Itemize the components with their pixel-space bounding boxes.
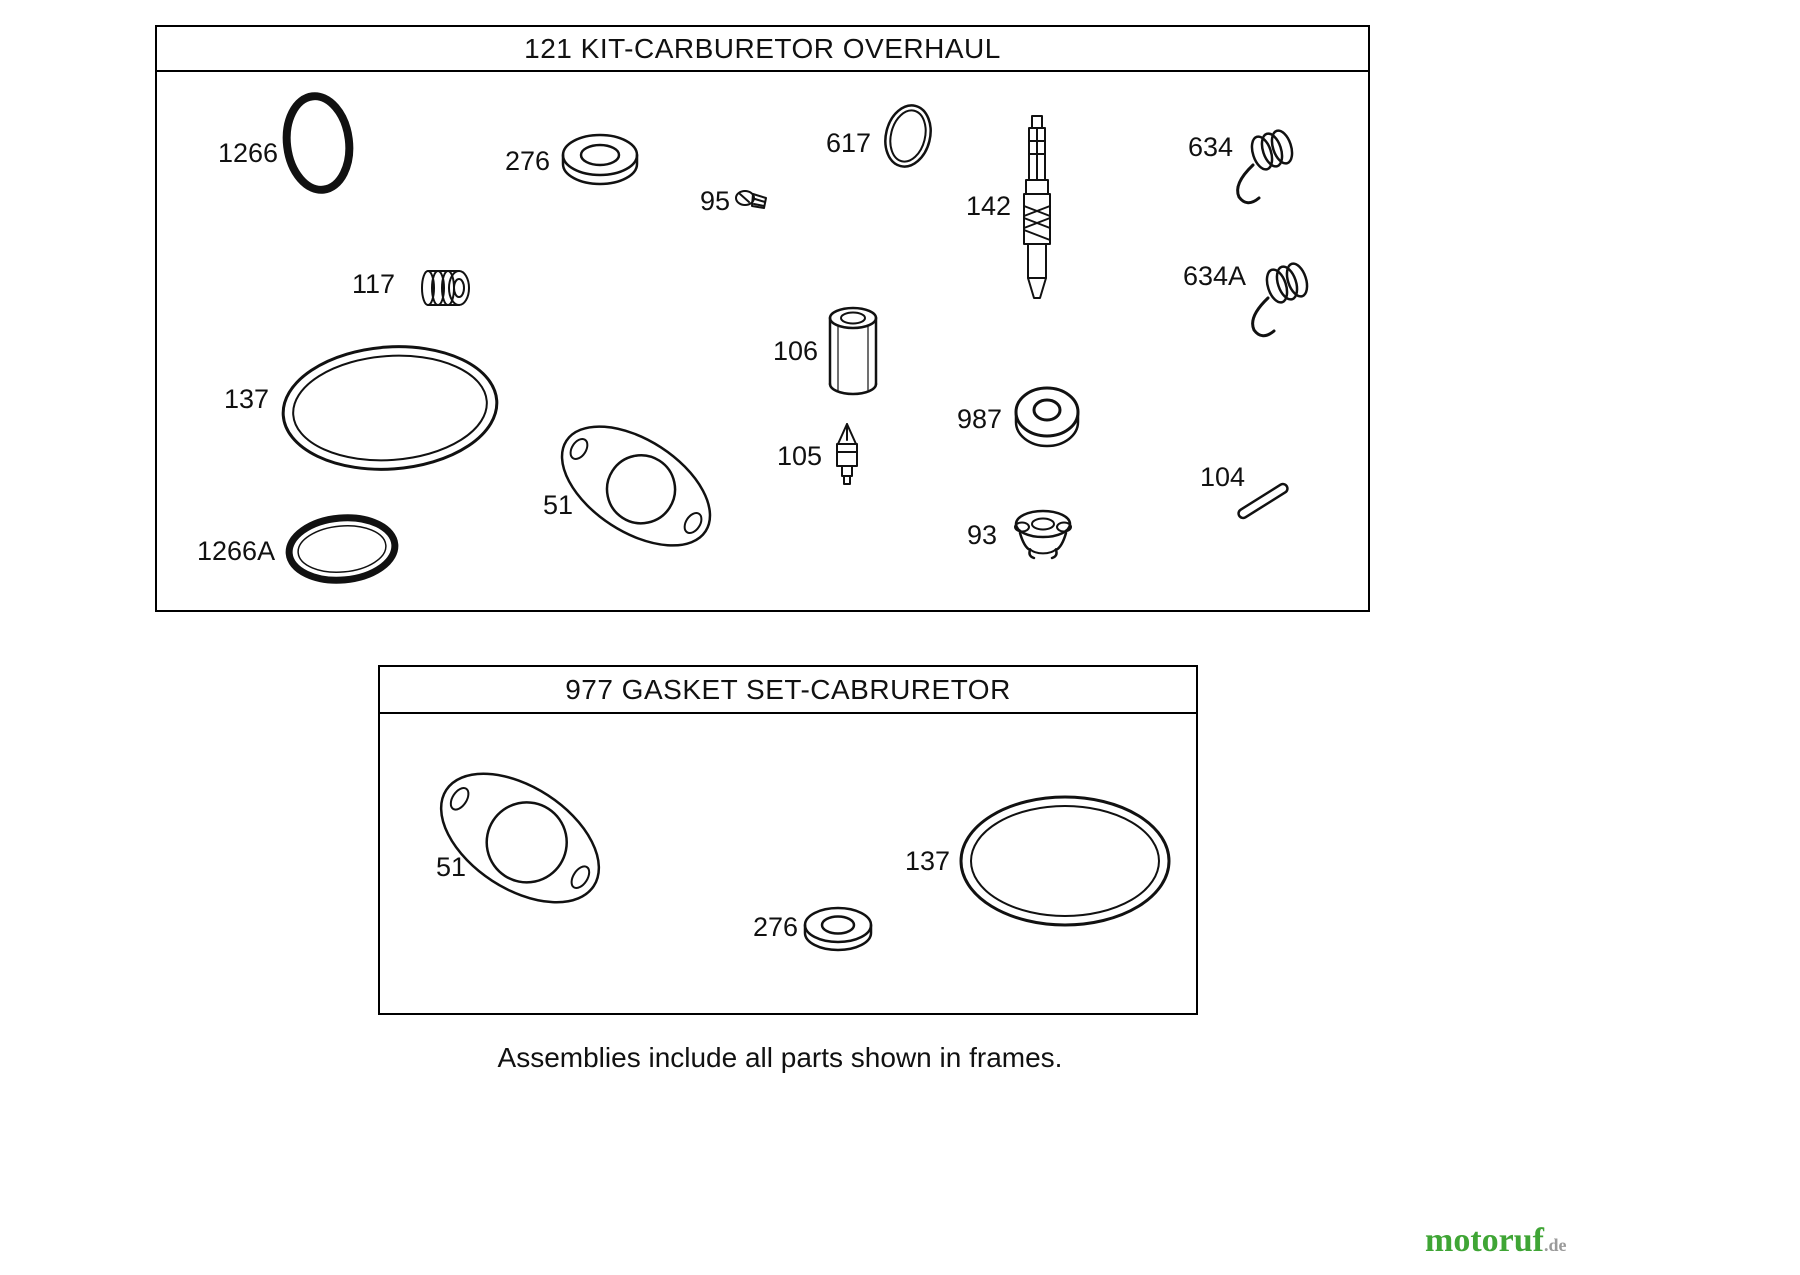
gasket-frame-header: 977 GASKET SET-CABRURETOR: [380, 667, 1196, 714]
gasket-frame-title: 977 GASKET SET-CABRURETOR: [565, 673, 1011, 705]
part-label-634: 634: [1188, 132, 1234, 162]
footer-note: Assemblies include all parts shown in fr…: [497, 1042, 1063, 1073]
part-label-142: 142: [966, 191, 1012, 221]
watermark-tld: .de: [1543, 1235, 1567, 1255]
kit-carburetor-overhaul-frame: 121 KIT-CARBURETOR OVERHAUL: [155, 25, 1370, 612]
part-label-617: 617: [826, 128, 872, 158]
part-label-137: 137: [224, 384, 270, 414]
part-label-987: 987: [957, 404, 1003, 434]
part-label-1266: 1266: [218, 138, 279, 168]
gasket-set-frame: 977 GASKET SET-CABRURETOR: [378, 665, 1198, 1015]
part-label-93: 93: [967, 520, 998, 550]
kit-frame-title: 121 KIT-CARBURETOR OVERHAUL: [524, 32, 1001, 64]
watermark: motoruf.de: [1425, 1222, 1566, 1260]
watermark-brand: motoruf: [1425, 1222, 1544, 1259]
part-label-117: 117: [352, 269, 396, 299]
part-label-137-set: 137: [905, 846, 951, 876]
part-label-51-set: 51: [436, 852, 467, 882]
part-label-105: 105: [777, 441, 823, 471]
part-label-634a: 634A: [1183, 261, 1247, 291]
part-label-276-set: 276: [753, 912, 799, 942]
part-label-106: 106: [773, 336, 819, 366]
part-label-1266a: 1266A: [197, 536, 276, 566]
part-label-104: 104: [1200, 462, 1246, 492]
part-label-95: 95: [700, 186, 731, 216]
part-label-276: 276: [505, 146, 551, 176]
part-label-51: 51: [543, 490, 574, 520]
kit-frame-header: 121 KIT-CARBURETOR OVERHAUL: [157, 27, 1368, 72]
